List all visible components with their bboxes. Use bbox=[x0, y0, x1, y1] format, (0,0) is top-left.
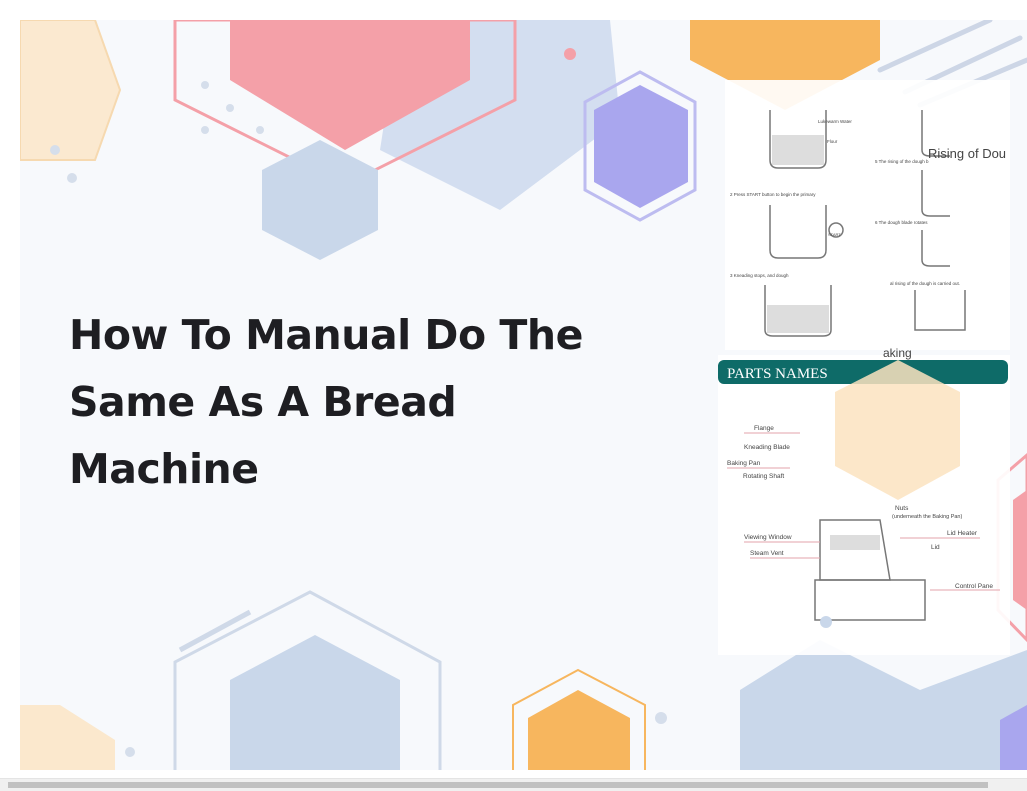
parts-names-banner bbox=[718, 360, 1008, 384]
scrollbar-thumb[interactable] bbox=[8, 782, 988, 788]
baking-heading: aking bbox=[883, 346, 912, 360]
bottom-right-blue-hexagon bbox=[740, 640, 1027, 770]
manual-label: Flange bbox=[754, 425, 774, 432]
manual-label: 2 Press START button to begin the primar… bbox=[730, 192, 816, 197]
manual-label: Lid Heater bbox=[947, 530, 978, 537]
manual-label: 5 The rising of the dough b bbox=[875, 159, 929, 164]
manual-label: Nuts bbox=[895, 505, 909, 512]
purple-hexagon bbox=[594, 85, 688, 208]
manual-label: al rising of the dough is carried out. bbox=[890, 281, 960, 286]
parts-names-heading: PARTS NAMES bbox=[727, 366, 828, 382]
orange-hexagon bbox=[690, 20, 880, 110]
purple-hexagon-outline bbox=[583, 70, 697, 222]
bottom-orange-hexagon bbox=[528, 690, 630, 770]
manual-label: Lid bbox=[931, 544, 940, 551]
bottom-orange-hexagon-outline bbox=[512, 668, 646, 770]
bottom-blue-hexagon-outline bbox=[173, 590, 442, 770]
manual-label: Lukewarm Water bbox=[818, 119, 852, 124]
small-blue-hexagon bbox=[262, 140, 378, 260]
featured-image: Rising of Dou aking Lukewarm Water Flour… bbox=[20, 20, 1027, 770]
bottom-beige-hexagon bbox=[20, 705, 115, 770]
manual-label: Steam Vent bbox=[750, 550, 784, 557]
horizontal-scrollbar[interactable] bbox=[0, 778, 1027, 791]
manual-label: Flour bbox=[827, 139, 838, 144]
manual-label: Baking Pan bbox=[727, 460, 761, 467]
manual-label: Rotating Shaft bbox=[743, 473, 784, 480]
dot-pattern bbox=[50, 81, 667, 757]
manual-label: 3 Kneading stops, and dough bbox=[730, 273, 789, 278]
manual-label: Control Pane bbox=[955, 583, 993, 590]
right-pink-hexagon bbox=[1013, 490, 1027, 610]
article-title: How To Manual Do The Same As A Bread Mac… bbox=[69, 311, 583, 493]
manual-label: Kneading Blade bbox=[744, 444, 790, 451]
manual-label: (underneath the Baking Pan) bbox=[892, 514, 962, 520]
pink-hexagon bbox=[230, 20, 470, 150]
manual-illustration: Rising of Dou aking Lukewarm Water Flour… bbox=[718, 80, 1010, 655]
bottom-right-purple-hexagon bbox=[1000, 705, 1027, 770]
rising-heading: Rising of Dou bbox=[928, 146, 1006, 161]
beige-hexagon bbox=[20, 20, 122, 161]
manual-label: 6 The dough blade rotates bbox=[875, 220, 928, 225]
manual-label: Viewing Window bbox=[744, 534, 792, 541]
manual-label: START bbox=[828, 232, 841, 237]
beige-overlay-hexagon bbox=[835, 360, 960, 500]
hexagon-background: Rising of Dou aking Lukewarm Water Flour… bbox=[20, 20, 1027, 770]
bottom-blue-hexagon bbox=[230, 635, 400, 770]
pink-hexagon-outline bbox=[173, 20, 517, 187]
